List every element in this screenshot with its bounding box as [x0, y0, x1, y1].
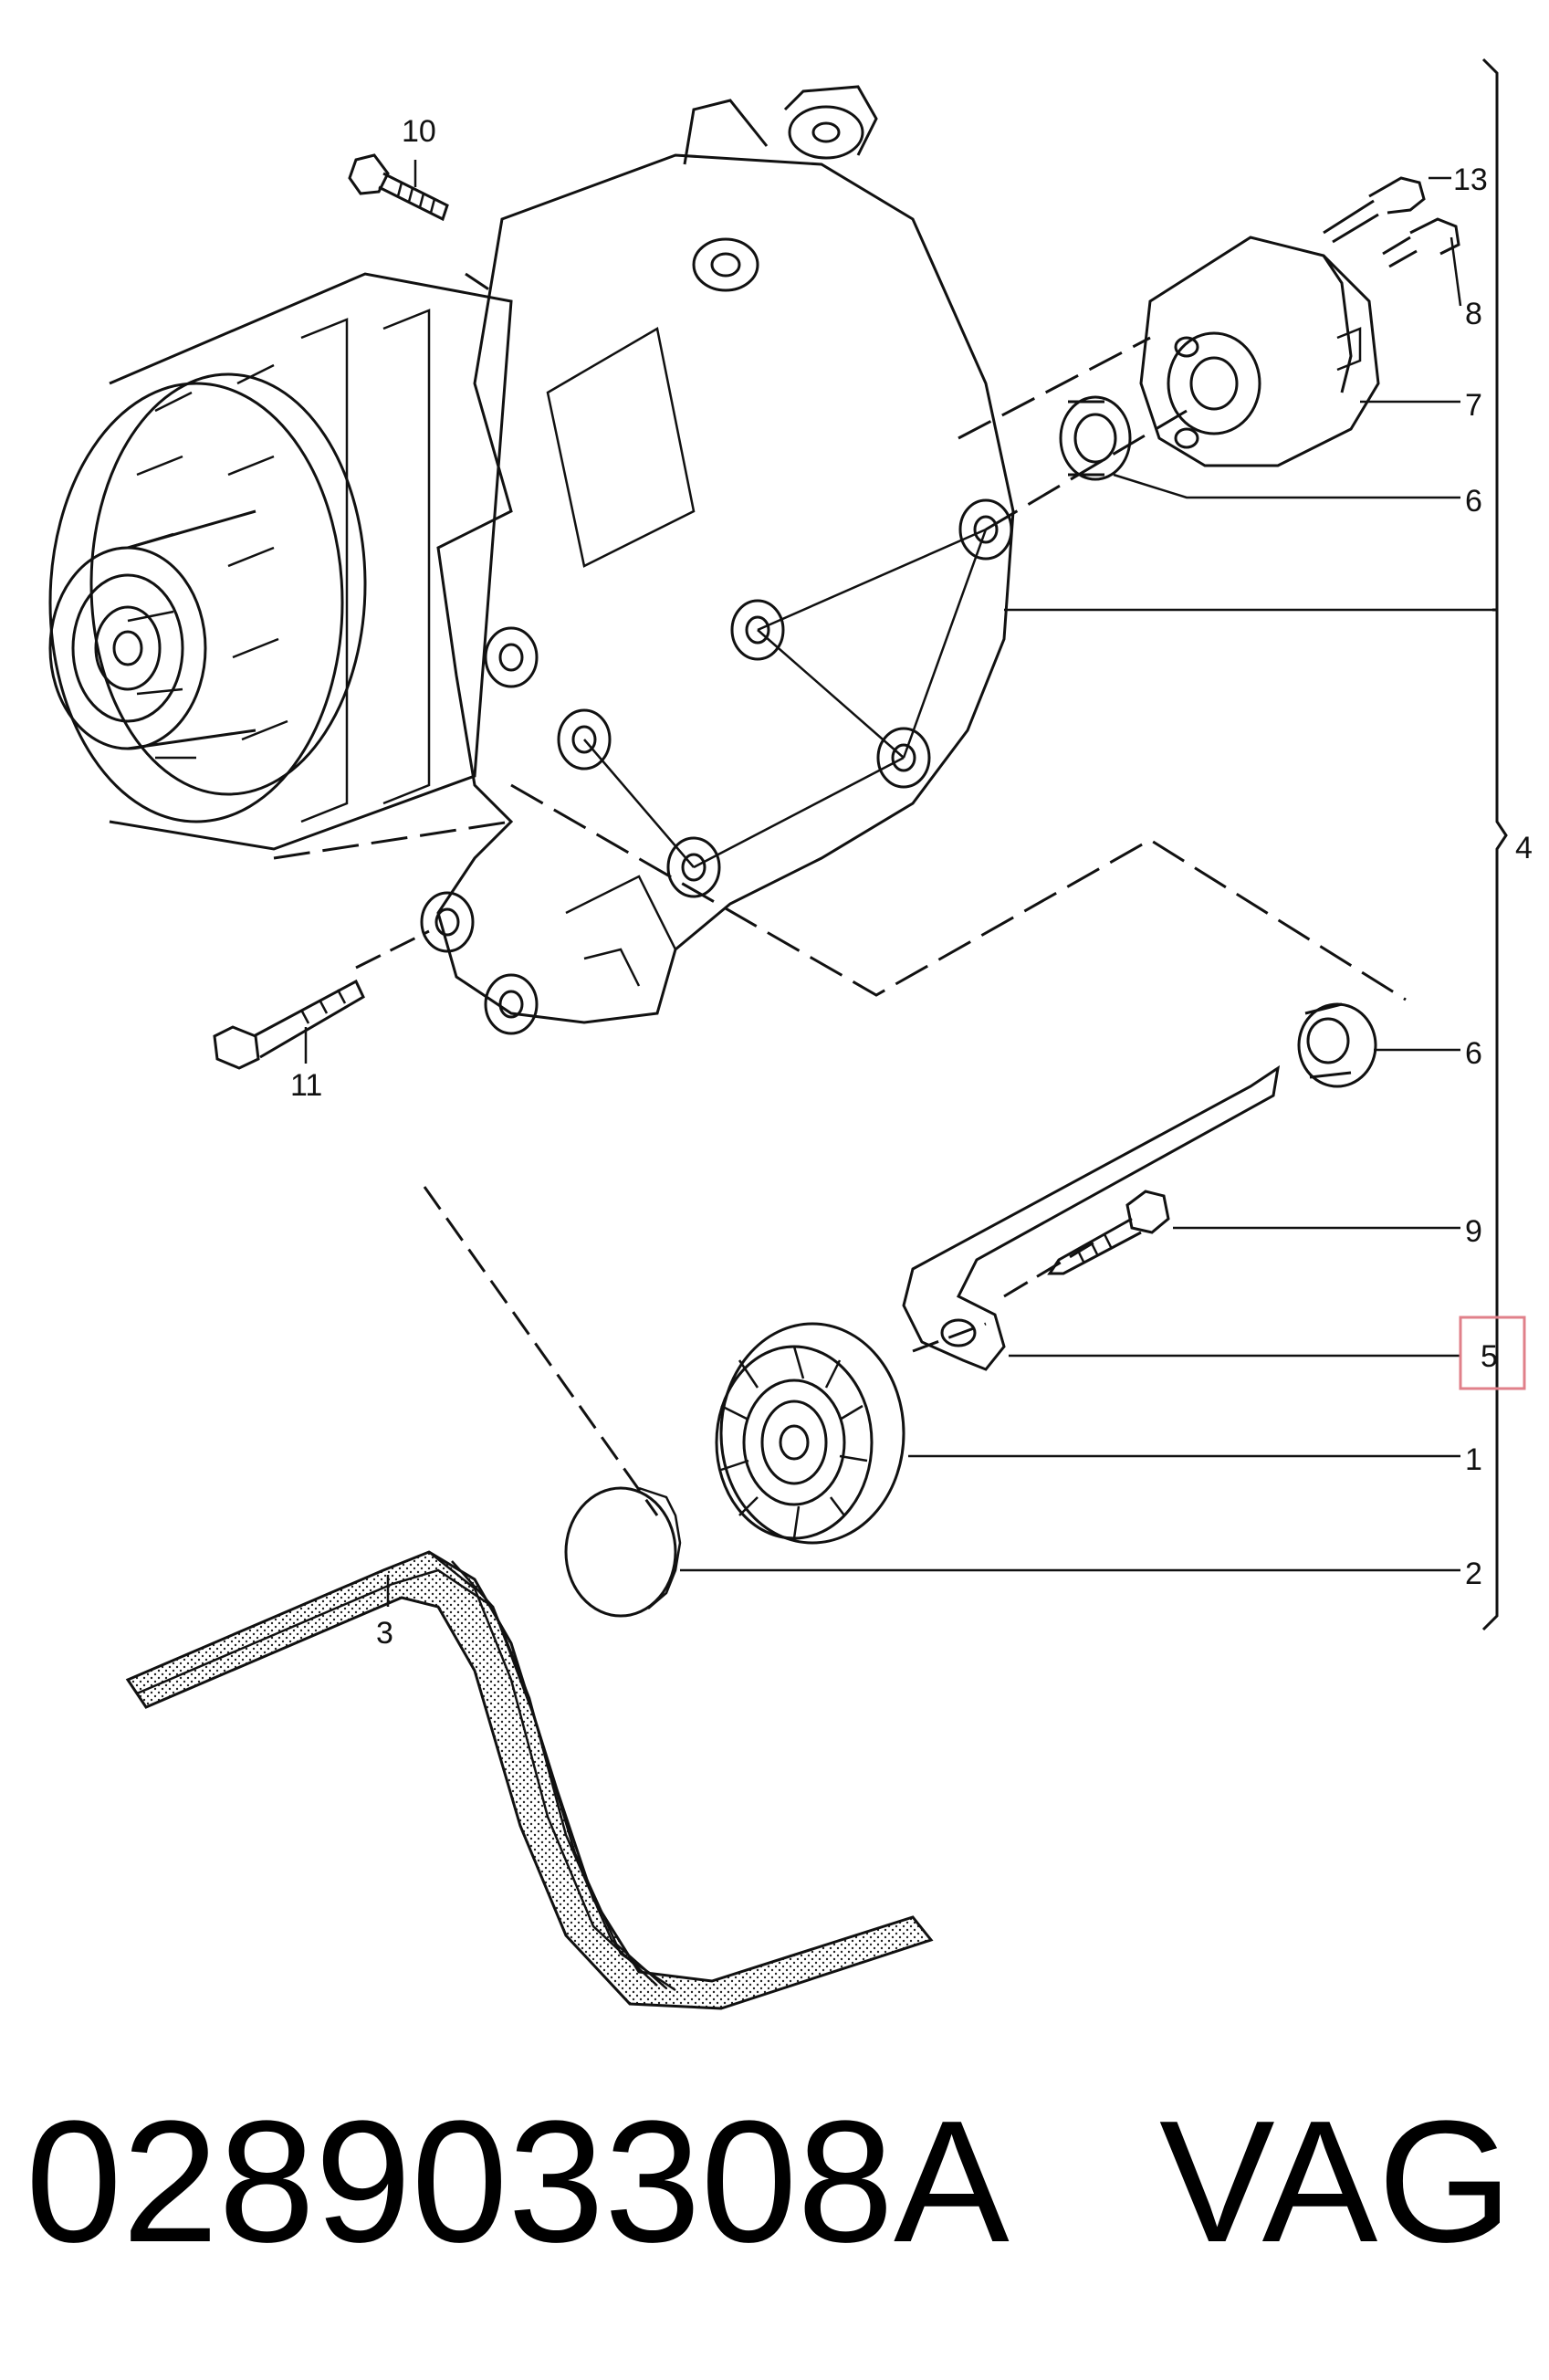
callout-11: 11 [290, 1068, 322, 1103]
callout-2: 2 [1465, 1557, 1482, 1591]
callout-5: 5 [1481, 1339, 1498, 1374]
tensioner-arm [902, 1064, 1281, 1371]
callout-4: 4 [1515, 831, 1533, 865]
idler-pulley [715, 1322, 905, 1545]
callout-3: 3 [376, 1616, 393, 1651]
alternator-pulley [48, 509, 256, 750]
mounting-bracket [420, 85, 1015, 1035]
bolt-13 [1323, 176, 1426, 244]
callout-leaders [304, 160, 1492, 1607]
bolt-11 [213, 979, 365, 1070]
callout-13: 13 [1453, 163, 1488, 197]
callout-1: 1 [1465, 1442, 1482, 1477]
group-bracket [1481, 58, 1508, 1631]
callout-6-lower: 6 [1465, 1036, 1482, 1071]
callout-9: 9 [1465, 1214, 1482, 1249]
tensioner-housing [1139, 236, 1380, 467]
callout-6-upper: 6 [1465, 484, 1482, 519]
callout-8: 8 [1465, 297, 1482, 331]
bearing-6-upper [1059, 395, 1132, 481]
pulley-cap [564, 1486, 682, 1618]
bolt-8 [1382, 217, 1460, 268]
callout-10: 10 [402, 114, 436, 149]
ribbed-belt [125, 1550, 934, 2010]
assembly-leader-lines [273, 272, 1407, 1516]
brand-name: VAG [1159, 2085, 1512, 2279]
bolt-10 [348, 153, 449, 222]
callout-7: 7 [1465, 388, 1482, 423]
callout-5-highlight [1459, 1316, 1526, 1390]
alternator [48, 272, 513, 851]
bearing-6-lower [1297, 1002, 1377, 1088]
bolt-9 [1047, 1190, 1170, 1275]
part-number: 028903308A [26, 2085, 1010, 2279]
